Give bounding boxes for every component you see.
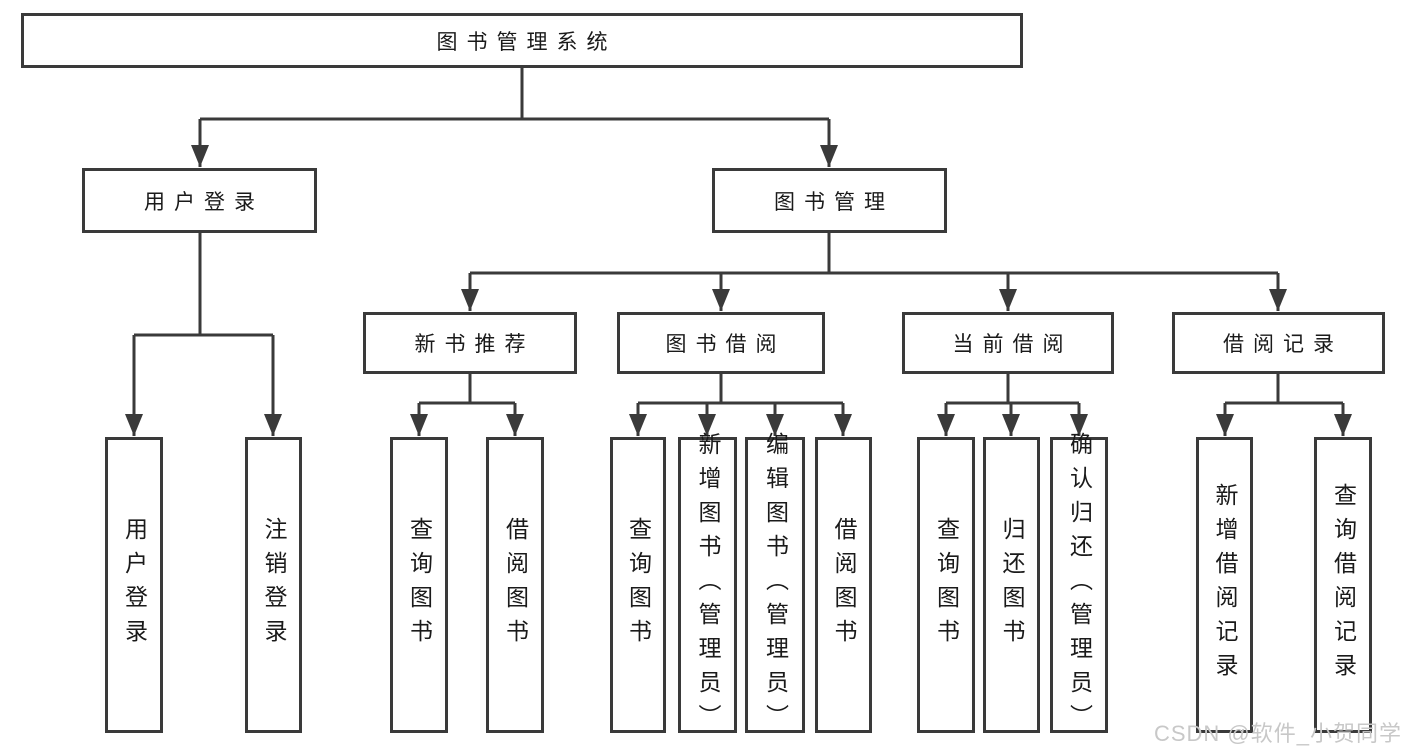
node-label: 查询图书	[933, 517, 960, 653]
leaf-query-books-current: 查询图书	[917, 437, 975, 733]
csdn-watermark: CSDN @软件_小贺同学	[1153, 721, 1402, 746]
node-label: 用户登录	[144, 190, 264, 214]
connector-arrows	[125, 119, 1352, 436]
node-label: 确认归还（管理员）	[1066, 432, 1093, 738]
leaf-query-borrow-record: 查询借阅记录	[1314, 437, 1372, 733]
leaf-borrow-books: 借阅图书	[815, 437, 872, 733]
node-label: 借阅记录	[1223, 333, 1343, 356]
node-label: 图书管理	[774, 190, 894, 214]
node-label: 用户登录	[121, 517, 148, 653]
node-borrow-records: 借阅记录	[1172, 312, 1385, 374]
node-label: 编辑图书（管理员）	[762, 432, 789, 738]
node-label: 归还图书	[999, 517, 1025, 653]
leaf-confirm-return-admin: 确认归还（管理员）	[1050, 432, 1108, 738]
node-book-borrow: 图书借阅	[617, 312, 825, 374]
node-user-login: 用户登录	[82, 168, 317, 233]
node-label: 图书借阅	[665, 333, 786, 356]
leaf-logout: 注销登录	[245, 437, 302, 733]
node-label: 查询借阅记录	[1330, 483, 1357, 687]
node-root: 图书管理系统	[21, 13, 1023, 68]
leaf-add-borrow-record: 新增借阅记录	[1196, 437, 1253, 733]
node-label: 新增借阅记录	[1212, 483, 1238, 687]
leaf-query-books-recommend: 查询图书	[390, 437, 448, 733]
node-label: 查询图书	[625, 517, 652, 653]
node-new-book-recommend: 新书推荐	[363, 312, 577, 374]
node-label: 借阅图书	[831, 517, 857, 653]
node-label: 借阅图书	[502, 517, 529, 653]
leaf-user-login: 用户登录	[105, 437, 163, 733]
leaf-return-books: 归还图书	[983, 437, 1040, 733]
node-label: 图书管理系统	[436, 30, 617, 54]
leaf-borrow-books-recommend: 借阅图书	[486, 437, 544, 733]
leaf-query-books-borrow: 查询图书	[610, 437, 666, 733]
node-current-borrow: 当前借阅	[902, 312, 1114, 374]
leaf-edit-book-admin: 编辑图书（管理员）	[745, 432, 805, 738]
node-label: 查询图书	[406, 517, 433, 653]
node-label: 新增图书（管理员）	[695, 432, 721, 738]
leaf-add-book-admin: 新增图书（管理员）	[678, 432, 737, 738]
node-book-management: 图书管理	[712, 168, 947, 233]
node-label: 当前借阅	[952, 333, 1073, 356]
node-label: 新书推荐	[414, 333, 535, 356]
node-label: 注销登录	[261, 517, 287, 653]
